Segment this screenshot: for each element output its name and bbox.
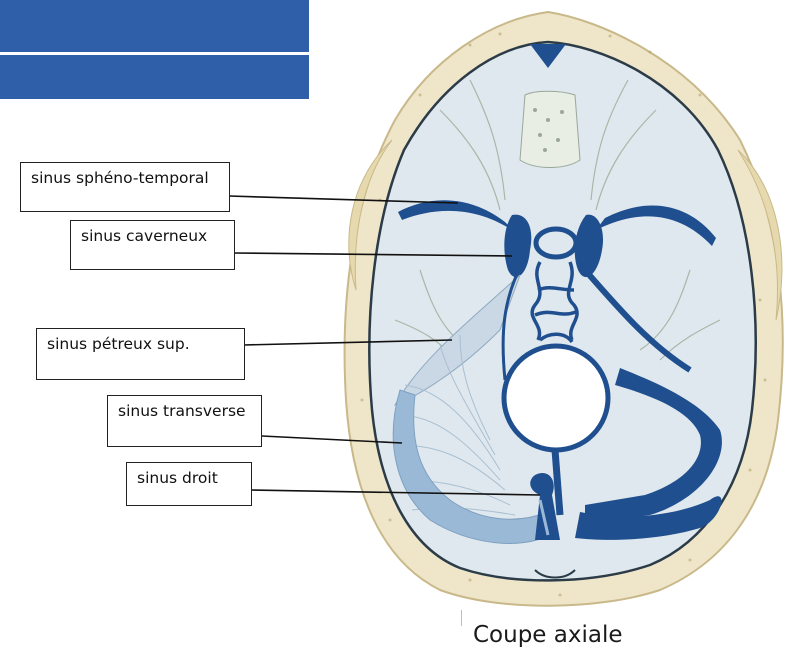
leader-spheno-temporal — [228, 195, 459, 204]
leader-caverneux — [233, 252, 513, 257]
sigmoid-sinus-right — [585, 368, 722, 525]
leader-droit — [250, 489, 541, 496]
label-sinus-caverneux: sinus caverneux — [70, 220, 235, 270]
temporal-muscle-right — [737, 149, 783, 321]
transverse-sinus-right — [575, 496, 722, 540]
ethmoid — [519, 90, 581, 168]
label-sinus-petreux-sup: sinus pétreux sup. — [36, 328, 245, 380]
petrous-ridge-left — [393, 274, 521, 406]
superior-sagittal-sinus-front — [530, 44, 566, 68]
title-banner-bottom — [0, 55, 309, 99]
temporal-muscle-left — [348, 139, 393, 291]
cavernous-sinus-left — [504, 214, 532, 278]
occipital-sinus — [551, 449, 564, 516]
cavernous-sinus-right — [574, 214, 604, 278]
basilar-plexus — [530, 261, 579, 344]
straight-sinus — [530, 472, 560, 540]
intercavernous-ring — [533, 226, 579, 260]
figure-caption: Coupe axiale — [473, 622, 623, 648]
title-banner-top — [0, 0, 309, 52]
caption-divider — [461, 610, 462, 626]
leader-petreux — [243, 339, 453, 346]
foramen-magnum — [501, 343, 611, 453]
label-sinus-spheno-temporal: sinus sphéno-temporal — [20, 162, 230, 212]
label-sinus-droit: sinus droit — [126, 462, 252, 506]
leader-transverse — [261, 435, 403, 444]
superior-petrosal-sinus-right — [582, 268, 692, 373]
label-sinus-transverse: sinus transverse — [107, 395, 262, 447]
spheno-temporal-sinus — [398, 200, 515, 232]
